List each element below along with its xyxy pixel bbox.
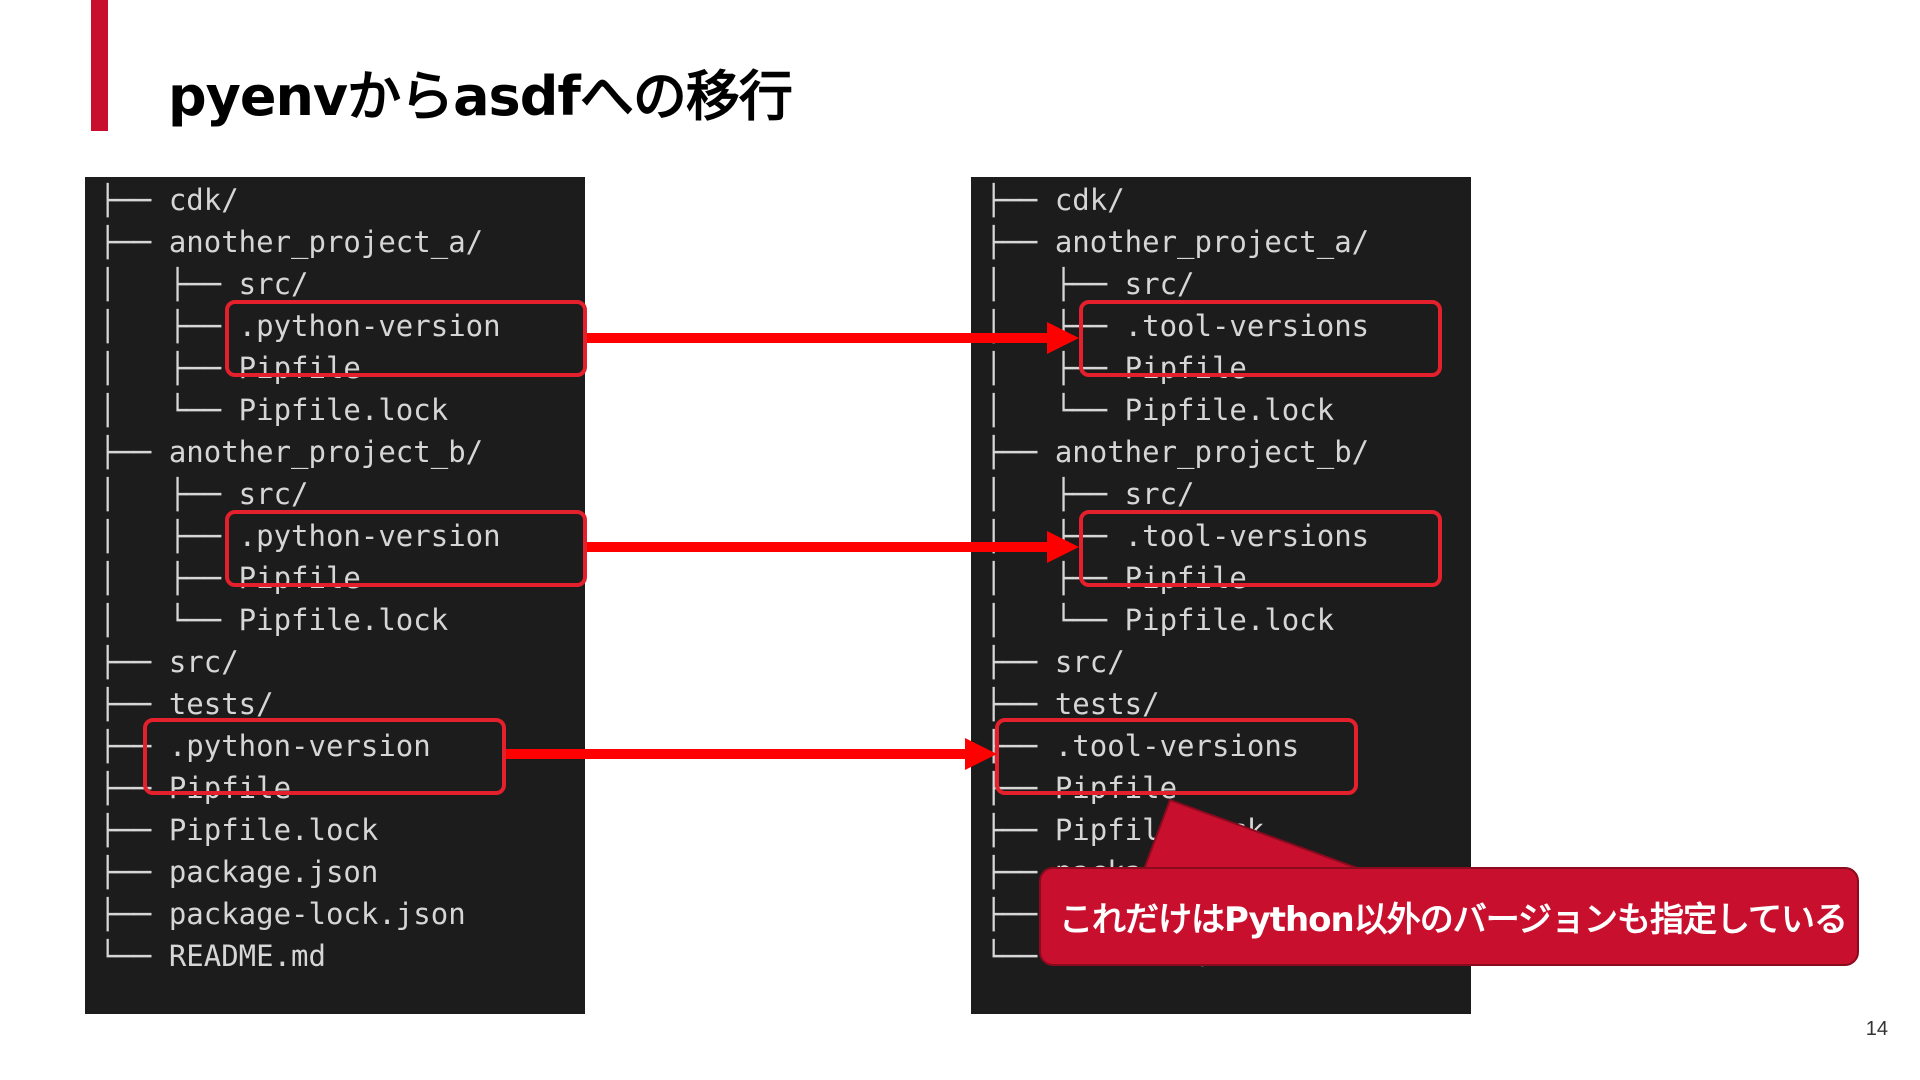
tree-entry: │ └── Pipfile.lock	[99, 393, 449, 427]
tree-entry: │ └── Pipfile.lock	[985, 603, 1335, 637]
tree-entry: ├── .tool-versions	[985, 729, 1300, 763]
highlight-tool-versions-project-b	[1079, 510, 1442, 587]
tree-entry: ├── Pipfile.lock	[99, 813, 379, 847]
callout-bubble: これだけはPython以外のバージョンも指定している	[1039, 867, 1859, 966]
tree-entry: ├── tests/	[99, 687, 274, 721]
tree-entry: │ └── Pipfile.lock	[99, 603, 449, 637]
highlight-python-version-root	[143, 718, 506, 795]
tree-entry: ├── src/	[99, 645, 239, 679]
highlight-tool-versions-project-a	[1079, 300, 1442, 377]
title-accent-bar	[91, 0, 108, 131]
tree-entry: ├── another_project_b/	[99, 435, 484, 469]
highlight-python-version-project-a	[225, 300, 587, 377]
tree-entry: │ ├── src/	[985, 477, 1195, 511]
tree-entry: │ ├── src/	[985, 267, 1195, 301]
slide-title: pyenvからasdfへの移行	[168, 65, 793, 128]
page-number: 14	[1865, 1018, 1888, 1040]
tree-entry: ├── another_project_b/	[985, 435, 1370, 469]
tree-entry: │ ├── src/	[99, 477, 309, 511]
tree-entry: ├── another_project_a/	[985, 225, 1370, 259]
tree-entry: ├── package-lock.json	[99, 897, 466, 931]
tree-entry: ├── another_project_a/	[99, 225, 484, 259]
tree-entry: ├── tests/	[985, 687, 1160, 721]
tree-entry: │ ├── .python-version	[99, 519, 501, 553]
tree-entry: ├── .python-version	[99, 729, 431, 763]
highlight-python-version-project-b	[225, 510, 587, 587]
tree-entry: │ ├── .python-version	[99, 309, 501, 343]
tree-entry: │ └── Pipfile.lock	[985, 393, 1335, 427]
tree-entry: │ ├── Pipfile	[99, 351, 361, 385]
tree-entry: │ ├── src/	[99, 267, 309, 301]
tree-entry: ├── src/	[985, 645, 1125, 679]
callout-text: これだけはPython以外のバージョンも指定している	[1059, 900, 1848, 940]
tree-entry: │ ├── Pipfile	[99, 561, 361, 595]
terminal-tree-before: ├── cdk/ ├── another_project_a/ │ ├── src/…	[85, 177, 585, 1014]
tree-entry: ├── package.json	[99, 855, 379, 889]
highlight-tool-versions-root	[995, 718, 1358, 795]
tree-entry: ├── Pipfile	[985, 771, 1178, 805]
tree-entry: ├── cdk/	[99, 183, 239, 217]
tree-entry: ├── cdk/	[985, 183, 1125, 217]
tree-entry: ├── Pipfile	[99, 771, 292, 805]
tree-entry: └── README.md	[99, 939, 326, 973]
